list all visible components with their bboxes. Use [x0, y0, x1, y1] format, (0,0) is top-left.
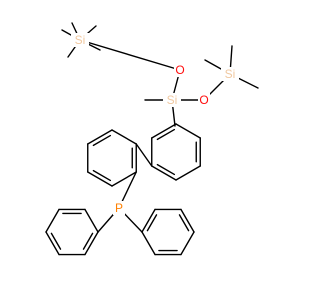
ring-biaryl-bond-4 [87, 129, 113, 145]
atom-o-top: O [174, 63, 186, 77]
ring-biaryl-bond-5 [111, 129, 137, 145]
ring-phenyl-left-bond-3 [45, 208, 60, 233]
ring-phenyl-right-double-0 [146, 214, 158, 232]
ring-biaryl-double-2 [92, 169, 112, 182]
ring-phenyl-right-double-2 [178, 214, 190, 232]
ring-phenyl-right-bond-2 [180, 208, 195, 233]
ring-phenyl-left-double-0 [82, 232, 94, 250]
ring-silyl-aryl-bond-3 [151, 165, 177, 181]
ring-silyl-aryl-bond-2 [175, 165, 201, 181]
atom-o-right: O [198, 93, 210, 107]
svg-text:Si: Si [225, 67, 236, 81]
svg-text:Si: Si [167, 93, 178, 107]
atom-si-right: Si [221, 67, 239, 81]
ring-biaryl-double-4 [92, 134, 112, 147]
ring-phenyl-left-bond-5 [84, 208, 99, 233]
svg-text:Si: Si [75, 33, 86, 47]
bonds [45, 22, 259, 256]
atom-si-mid: Si [163, 93, 181, 107]
atom-labels: Si O Si O Si P [71, 33, 239, 215]
bond-si-top-o [79, 39, 181, 71]
ring-silyl-aryl-bond-0 [175, 123, 201, 139]
svg-text:O: O [199, 93, 208, 107]
ring-phenyl-right-bond-5 [141, 231, 156, 256]
ring-silyl-aryl-double-3 [156, 163, 176, 176]
ring-phenyl-right-bond-3 [180, 231, 195, 256]
molecule-structure-diagram: Si O Si O Si P [45, 22, 259, 256]
svg-text:P: P [115, 201, 123, 215]
ring-phenyl-left-bond-2 [45, 231, 60, 256]
ring-silyl-aryl-double-5 [156, 128, 176, 141]
ring-phenyl-left-double-2 [50, 232, 62, 250]
ring-phenyl-right-bond-0 [141, 208, 156, 233]
atom-p: P [113, 201, 125, 215]
ring-biaryl-bond-1 [111, 171, 137, 187]
svg-text:O: O [175, 63, 184, 77]
ring-silyl-aryl-bond-5 [151, 123, 177, 139]
atom-si-top: Si [71, 33, 89, 47]
ring-phenyl-left-bond-0 [84, 231, 99, 256]
bond-biaryl-link [135, 143, 153, 167]
ring-biaryl-bond-2 [87, 171, 113, 187]
